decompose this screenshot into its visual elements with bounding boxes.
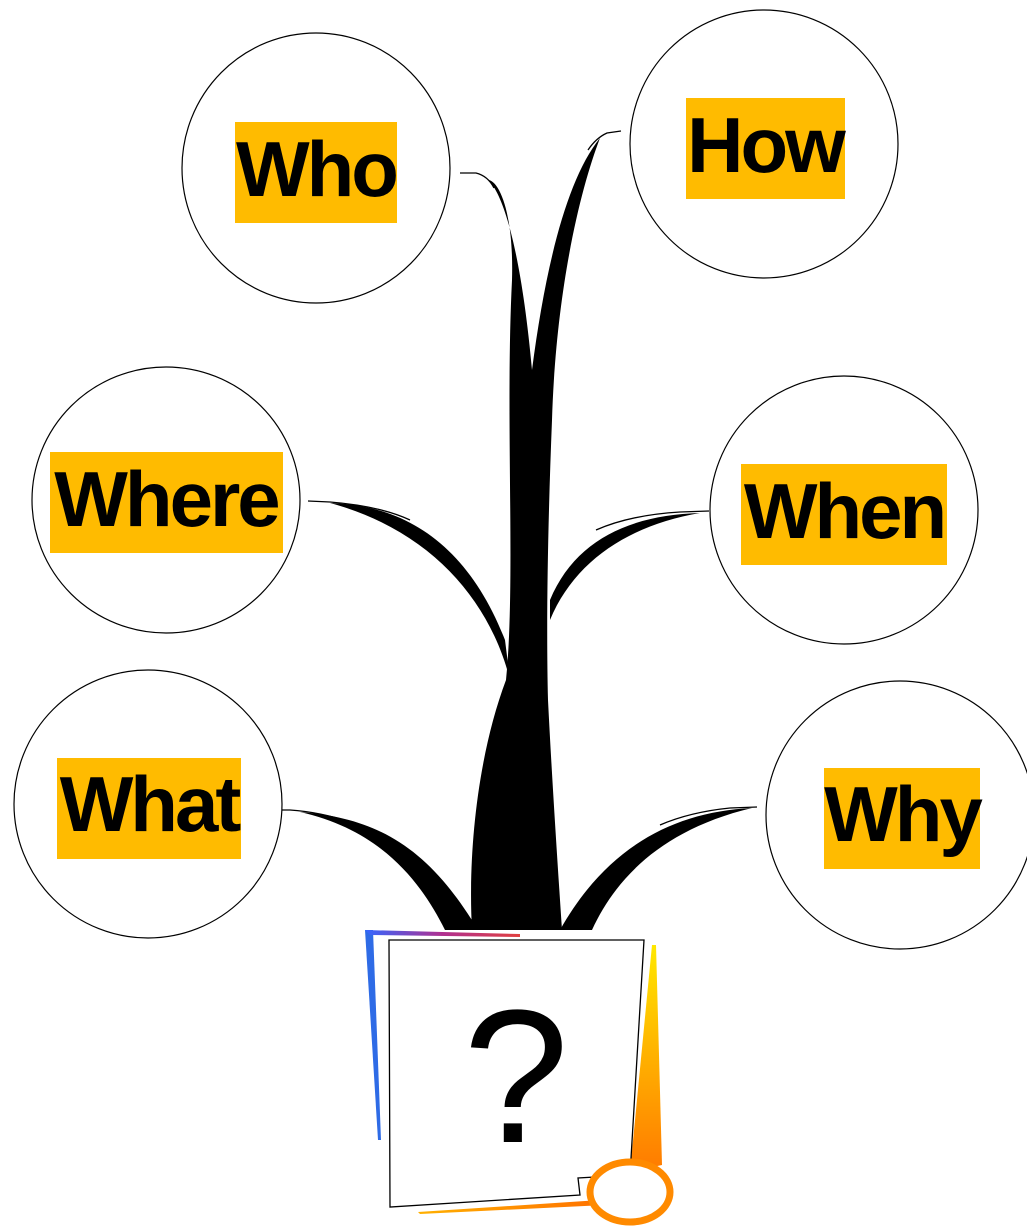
node-how: How bbox=[686, 98, 849, 199]
label-what: What bbox=[60, 760, 242, 848]
label-how: How bbox=[687, 101, 846, 189]
label-bg-what bbox=[57, 758, 241, 859]
connector-where bbox=[307, 500, 411, 521]
tree-stem bbox=[300, 138, 752, 930]
node-labels: Who How Where When What Why bbox=[50, 98, 985, 869]
pot: ? bbox=[365, 930, 674, 1226]
pot-ring bbox=[586, 1158, 674, 1226]
label-bg-how bbox=[686, 98, 845, 199]
label-where: Where bbox=[54, 455, 278, 543]
connector-who bbox=[460, 172, 495, 189]
pot-left-edge bbox=[365, 930, 381, 1140]
pot-bottom-edge bbox=[418, 1200, 605, 1214]
pot-card bbox=[388, 939, 645, 1208]
label-bg-when bbox=[741, 464, 947, 565]
node-circles bbox=[13, 9, 1027, 950]
label-who: Who bbox=[236, 125, 396, 213]
label-bg-why bbox=[824, 768, 980, 869]
branch-when bbox=[550, 513, 700, 620]
node-when: When bbox=[741, 464, 947, 565]
connector-why bbox=[659, 806, 758, 826]
connector-when bbox=[595, 510, 710, 531]
node-what: What bbox=[57, 758, 244, 859]
trunk bbox=[471, 138, 600, 930]
label-when: When bbox=[744, 467, 944, 555]
node-who: Who bbox=[235, 122, 399, 223]
branch-where bbox=[330, 503, 510, 680]
pot-question-mark: ? bbox=[463, 971, 569, 1183]
label-why: Why bbox=[824, 770, 982, 858]
branch-why bbox=[560, 808, 752, 930]
connector-how bbox=[587, 130, 622, 151]
connector-lines bbox=[282, 130, 758, 826]
label-bg-who bbox=[235, 122, 397, 223]
node-why: Why bbox=[824, 768, 985, 869]
node-where: Where bbox=[50, 452, 283, 553]
pot-right-edge bbox=[630, 945, 662, 1172]
label-bg-where bbox=[50, 452, 283, 553]
pot-top-edge bbox=[365, 930, 520, 937]
branch-what bbox=[300, 812, 478, 930]
